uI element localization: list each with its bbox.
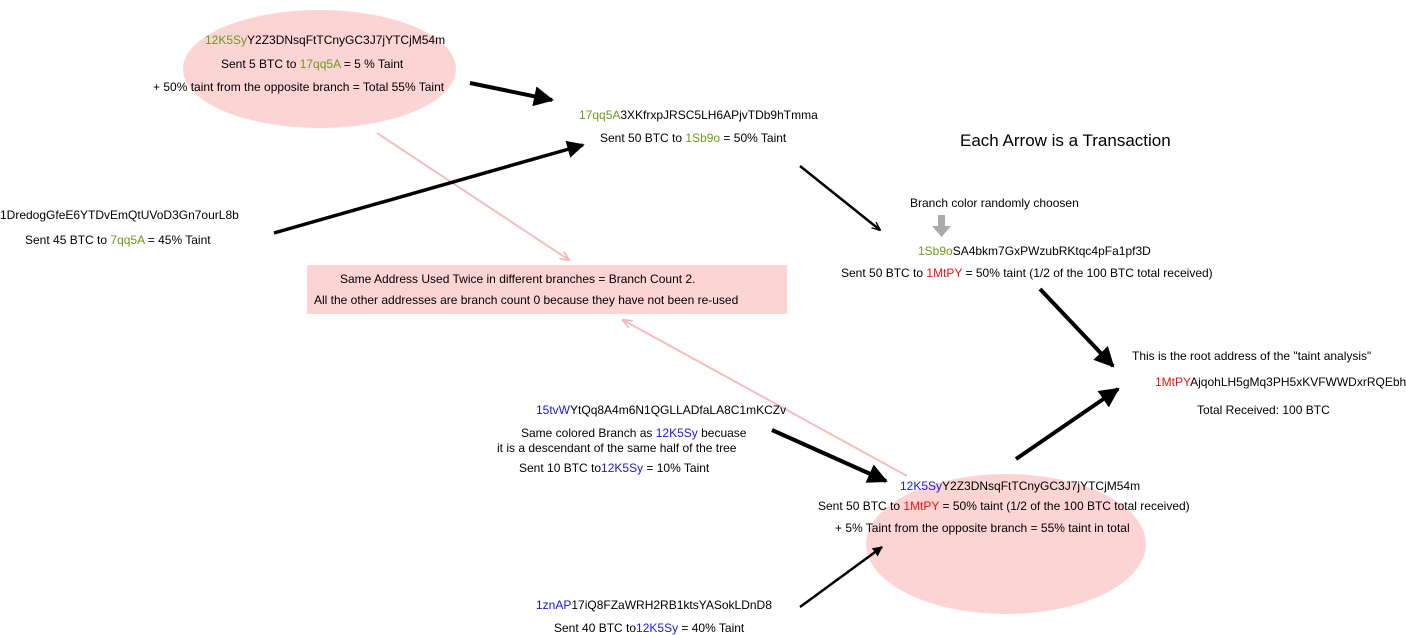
node-1znap-sent: Sent 40 BTC to12K5Sy = 40% Taint bbox=[554, 621, 744, 635]
node-12k5sy-bottom-sent: Sent 50 BTC to 1MtPY = 50% taint (1/2 of… bbox=[818, 499, 1190, 513]
node-12k5sy-top-sent: Sent 5 BTC to 17qq5A = 5 % Taint bbox=[221, 57, 403, 71]
node-15tvw-sent: Sent 10 BTC to12K5Sy = 10% Taint bbox=[519, 461, 709, 475]
root-total: Total Received: 100 BTC bbox=[1197, 403, 1330, 417]
sent-link: 12K5Sy bbox=[601, 461, 644, 475]
sent-link: 12K5Sy bbox=[636, 621, 679, 635]
addr-rest: Y2Z3DNsqFtTCnyGC3J7jYTCjM54m bbox=[247, 33, 446, 47]
addr-rest: YtQq8A4m6N1QGLLADfaLA8C1mKCZv bbox=[570, 403, 787, 417]
note-text: Same colored Branch as bbox=[521, 426, 656, 440]
sent-text: Sent 50 BTC to bbox=[841, 266, 927, 280]
note-link: 12K5Sy bbox=[655, 426, 698, 440]
node-17qq5a-address: 17qq5A3XKfrxpJRSC5LH6APjvTDb9hTmma bbox=[579, 108, 818, 122]
arrow-1dredog-to-17qq5a bbox=[273, 140, 585, 235]
branch-color-note: Branch color randomly choosen bbox=[910, 196, 1079, 210]
addr-rest: SA4bkm7GxPWzubRKtqc4pFa1pf3D bbox=[952, 244, 1151, 258]
sent-link: 1MtPY bbox=[926, 266, 963, 280]
addr-prefix: 1Sb9o bbox=[918, 244, 953, 258]
sent-taint: = 45% Taint bbox=[144, 233, 211, 247]
arrow-17qq5a-to-1sb9o bbox=[799, 165, 880, 230]
addr-prefix: 15tvW bbox=[536, 403, 571, 417]
arrow-12k5sy-to-17qq5a bbox=[469, 81, 554, 107]
addr-prefix: 1znAP bbox=[536, 598, 572, 612]
node-12k5sy-bottom-total: + 5% Taint from the opposite branch = 55… bbox=[835, 521, 1130, 535]
sent-text: Sent 50 BTC to bbox=[818, 499, 904, 513]
node-15tvw-note2: it is a descendant of the same half of t… bbox=[497, 441, 737, 455]
node-17qq5a-sent: Sent 50 BTC to 1Sb9o = 50% Taint bbox=[600, 131, 786, 145]
pink-arrow-top bbox=[376, 132, 569, 260]
sent-text: Sent 10 BTC to bbox=[519, 461, 602, 475]
addr-prefix: 12K5Sy bbox=[205, 33, 248, 47]
gray-down-arrow-icon bbox=[932, 215, 951, 237]
node-12k5sy-top-address: 12K5SyY2Z3DNsqFtTCnyGC3J7jYTCjM54m bbox=[205, 33, 445, 47]
sent-text: Sent 5 BTC to bbox=[221, 57, 300, 71]
sent-taint: = 10% Taint bbox=[643, 461, 710, 475]
branch-count-line2: All the other addresses are branch count… bbox=[314, 293, 739, 307]
addr-rest: 17iQ8FZaWRH2RB1ktsYASokLDnD8 bbox=[571, 598, 772, 612]
node-15tvw-address: 15tvWYtQq8A4m6N1QGLLADfaLA8C1mKCZv bbox=[536, 403, 786, 417]
arrow-1sb9o-to-1mtpy bbox=[1038, 287, 1115, 368]
root-address: 1MtPYAjqohLH5gMq3PH5xKVFWWDxrRQEbh bbox=[1155, 375, 1406, 389]
addr-rest: Y2Z3DNsqFtTCnyGC3J7jYTCjM54m bbox=[942, 479, 1141, 493]
sent-taint: = 5 % Taint bbox=[340, 57, 404, 71]
node-12k5sy-top-total: + 50% taint from the opposite branch = T… bbox=[153, 80, 445, 94]
diagram-title: Each Arrow is a Transaction bbox=[960, 131, 1171, 150]
bottom-12k5sy-highlight bbox=[866, 474, 1146, 614]
sent-link: 1MtPY bbox=[903, 499, 940, 513]
sent-text: Sent 50 BTC to bbox=[600, 131, 686, 145]
node-12k5sy-bottom-address: 12K5SyY2Z3DNsqFtTCnyGC3J7jYTCjM54m bbox=[900, 479, 1140, 493]
node-1sb9o-address: 1Sb9oSA4bkm7GxPWzubRKtqc4pFa1pf3D bbox=[918, 244, 1151, 258]
addr-rest: AjqohLH5gMq3PH5xKVFWWDxrRQEbh bbox=[1190, 375, 1406, 389]
addr-prefix: 12K5Sy bbox=[900, 479, 943, 493]
sent-text: Sent 45 BTC to bbox=[25, 233, 111, 247]
sent-taint: = 50% taint (1/2 of the 100 BTC total re… bbox=[962, 266, 1213, 280]
pink-arrow-bottom bbox=[623, 320, 908, 477]
node-15tvw-note1: Same colored Branch as 12K5Sy becuase bbox=[521, 426, 746, 440]
top-12k5sy-highlight bbox=[183, 10, 456, 128]
node-1dredog-sent: Sent 45 BTC to 7qq5A = 45% Taint bbox=[25, 233, 211, 247]
addr-prefix: 17qq5A bbox=[579, 108, 621, 122]
addr-prefix: 1MtPY bbox=[1155, 375, 1191, 389]
sent-link: 1Sb9o bbox=[685, 131, 721, 145]
node-1dredog-address: 1DredogGfeE6YTDvEmQtUVoD3Gn7ourL8b bbox=[0, 208, 239, 222]
sent-link: 7qq5A bbox=[110, 233, 145, 247]
arrow-15tvw-to-12k5sy bbox=[771, 428, 888, 483]
sent-link: 17qq5A bbox=[299, 57, 341, 71]
note-text-end: becuase bbox=[697, 426, 747, 440]
arrow-12k5sy-to-1mtpy bbox=[1014, 387, 1120, 461]
sent-taint: = 50% taint (1/2 of the 100 BTC total re… bbox=[939, 499, 1190, 513]
arrow-1znap-to-12k5sy bbox=[799, 545, 883, 609]
sent-taint: = 40% Taint bbox=[678, 621, 745, 635]
addr-rest: 3XKfrxpJRSC5LH6APjvTDb9hTmma bbox=[620, 108, 818, 122]
node-1sb9o-sent: Sent 50 BTC to 1MtPY = 50% taint (1/2 of… bbox=[841, 266, 1213, 280]
sent-text: Sent 40 BTC to bbox=[554, 621, 637, 635]
branch-count-line1: Same Address Used Twice in different bra… bbox=[340, 272, 696, 286]
sent-taint: = 50% Taint bbox=[720, 131, 787, 145]
node-1znap-address: 1znAP17iQ8FZaWRH2RB1ktsYASokLDnD8 bbox=[536, 598, 772, 612]
root-label: This is the root address of the "taint a… bbox=[1132, 349, 1372, 363]
branch-count-box bbox=[307, 265, 787, 314]
